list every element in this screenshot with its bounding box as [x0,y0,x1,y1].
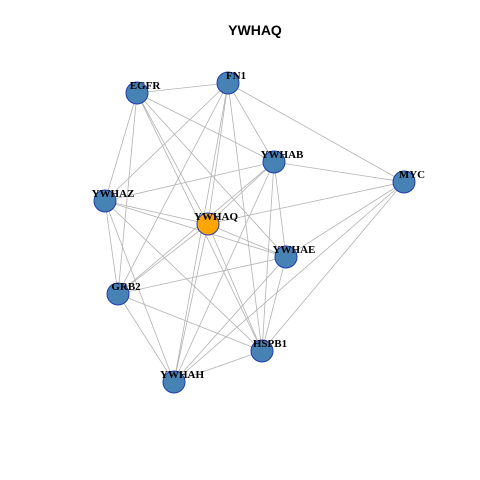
edge-ywhab-hspb1 [261,161,275,352]
edge-myc-hspb1 [261,181,405,352]
edge-myc-ywhah [173,181,405,383]
node-label-grb2: GRB2 [111,281,141,293]
edge-ywhab-ywhaz [104,161,275,202]
edge-ywhaq-grb2 [117,223,209,295]
edge-ywhaz-grb2 [104,200,119,295]
node-circle-ywhae [274,245,298,269]
node-label-ywhah: YWHAH [160,369,204,381]
edge-fn1-ywhab [227,82,275,163]
edge-egfr-ywhaz [104,92,138,202]
node-circle-ywhah [162,370,186,394]
edge-fn1-grb2 [117,82,229,295]
edge-ywhaq-hspb1 [207,223,263,352]
node-circle-ywhaz [93,189,117,213]
edge-hspb1-ywhah [173,350,263,383]
diagram-title: YWHAQ [228,22,282,38]
edge-ywhae-grb2 [117,256,287,295]
node-label-myc: MYC [399,169,425,181]
edges-layer [104,82,405,383]
edge-ywhaz-hspb1 [104,200,263,352]
node-circle-myc [392,170,416,194]
node-label-ywhaz: YWHAZ [92,188,135,200]
node-label-ywhae: YWHAE [273,244,316,256]
node-hspb1: HSPB1 [250,338,287,363]
edge-grb2-hspb1 [117,293,263,352]
node-egfr: EGFR [125,80,162,105]
edge-myc-ywhaq [207,181,405,225]
edge-egfr-ywhab [136,92,275,163]
edge-fn1-myc [227,82,405,183]
edge-ywhaz-ywhae [104,200,287,258]
edge-ywhae-ywhah [173,256,287,383]
edge-fn1-ywhaq [207,82,229,225]
node-label-hspb1: HSPB1 [253,338,287,350]
node-circle-fn1 [216,71,240,95]
node-circle-ywhaq [196,212,220,236]
node-label-fn1: FN1 [226,70,246,82]
node-circle-ywhab [262,150,286,174]
edge-myc-ywhae [285,181,405,258]
edge-ywhaq-ywhae [207,223,287,258]
node-ywhah: YWHAH [160,369,204,394]
node-fn1: FN1 [216,70,246,95]
node-ywhae: YWHAE [273,244,316,269]
node-grb2: GRB2 [106,281,141,306]
node-label-ywhaq: YWHAQ [194,211,238,223]
edge-fn1-ywhaz [104,82,229,202]
node-label-ywhab: YWHAB [261,149,304,161]
node-ywhab: YWHAB [261,149,304,174]
node-ywhaq: YWHAQ [194,211,238,236]
node-circle-grb2 [106,282,130,306]
edge-grb2-ywhah [117,293,175,383]
edge-ywhab-myc [273,161,405,183]
edge-ywhab-grb2 [117,161,275,295]
edge-egfr-ywhaq [136,92,209,225]
edge-ywhaq-ywhah [173,223,209,383]
edge-ywhab-ywhaq [207,161,275,225]
node-label-egfr: EGFR [130,80,162,92]
edge-ywhae-hspb1 [261,256,287,352]
node-circle-egfr [125,81,149,105]
node-myc: MYC [392,169,425,194]
edge-ywhaz-ywhah [104,200,175,383]
edge-ywhaz-ywhaq [104,200,209,225]
node-ywhaz: YWHAZ [92,188,135,213]
edge-fn1-hspb1 [227,82,263,352]
edge-ywhab-ywhae [273,161,287,258]
edge-ywhab-ywhah [173,161,275,383]
edge-egfr-fn1 [136,82,229,94]
edge-egfr-grb2 [117,92,138,295]
node-circle-hspb1 [250,339,274,363]
